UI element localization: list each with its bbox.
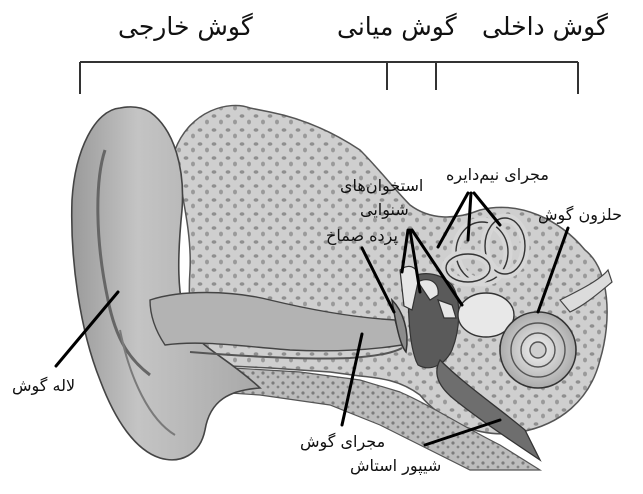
outer-ear-header: گوش خارجی — [118, 12, 253, 41]
label-ossicles-line2: شنوایی — [360, 200, 409, 220]
inner-ear-header: گوش داخلی — [482, 12, 608, 41]
cochlea-shape — [500, 312, 576, 388]
label-ear-canal: مجرای گوش — [300, 432, 385, 452]
label-ossicles-line1: استخوان‌های — [340, 176, 423, 196]
label-cochlea: حلزون گوش — [538, 205, 622, 225]
label-eustachian-tube: شیپور استاش — [350, 456, 441, 476]
label-eardrum: پرده صماخ — [326, 226, 398, 246]
label-auricle: لاله گوش — [12, 376, 75, 396]
label-semicircular-canals: مجرای نیم‌دایره — [446, 165, 549, 185]
section-brackets — [80, 62, 578, 94]
middle-ear-header: گوش میانی — [337, 12, 457, 41]
